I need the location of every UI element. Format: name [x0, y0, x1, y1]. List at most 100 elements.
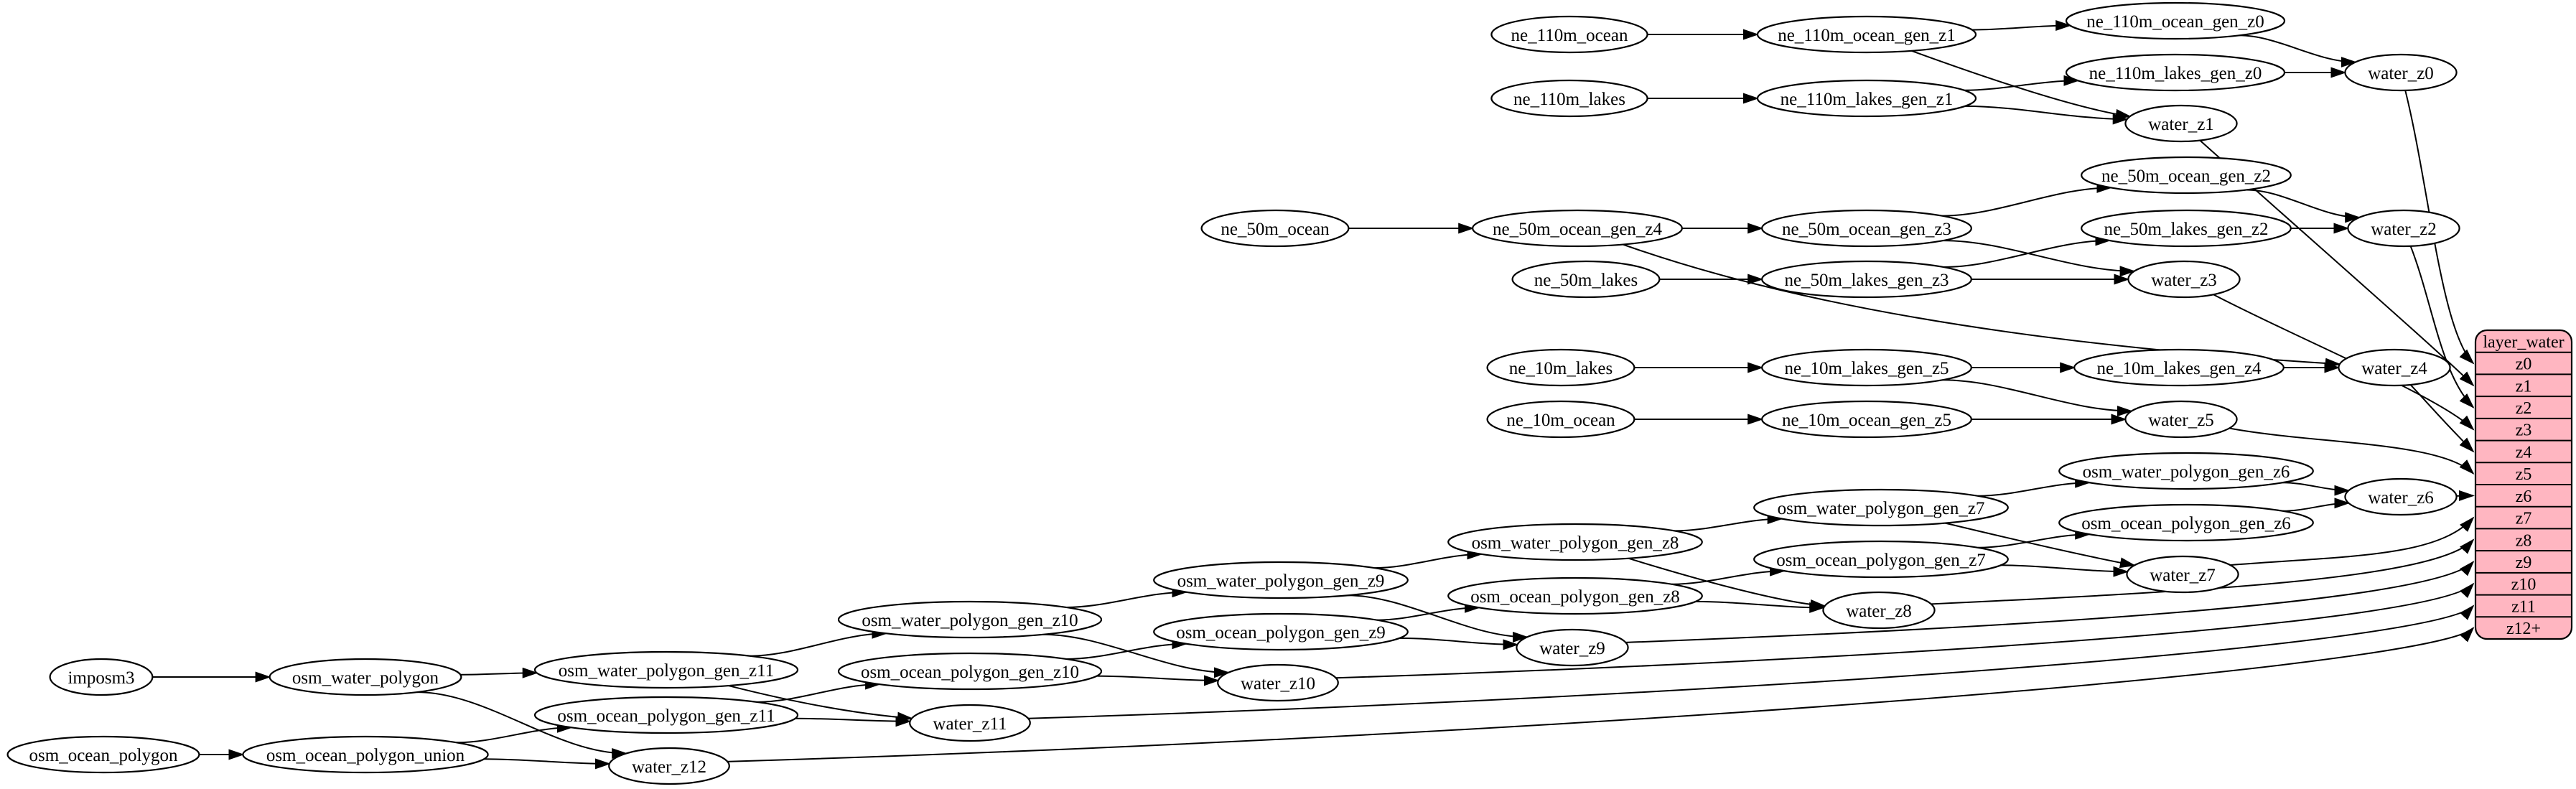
node-osm_ocean_polygon_gen_z6: osm_ocean_polygon_gen_z6: [2058, 503, 2314, 542]
node-shape-ne_50m_ocean_gen_z3: [1761, 209, 1972, 248]
node-osm_water_polygon_gen_z8: osm_water_polygon_gen_z8: [1447, 523, 1703, 561]
edge-osm_water_polygon_gen_z11--water_z11: [728, 685, 913, 723]
node-water_z2: water_z2: [2347, 209, 2460, 248]
node-label-water_z10: water_z10: [1241, 674, 1315, 694]
edge-ne_110m_lakes_gen_z1--ne_110m_lakes_gen_z0: [1964, 75, 2080, 91]
edge-osm_water_polygon--osm_water_polygon_gen_z11: [460, 667, 538, 678]
node-shape-ne_10m_ocean: [1486, 400, 1635, 439]
node-water_z8: water_z8: [1822, 591, 1936, 630]
node-label-ne_110m_lakes_gen_z0: ne_110m_lakes_gen_z0: [2089, 64, 2262, 83]
node-label-osm_ocean_polygon_gen_z9: osm_ocean_polygon_gen_z9: [1176, 623, 1386, 643]
node-shape-water_z3: [2127, 260, 2241, 299]
node-water_z12: water_z12: [608, 747, 730, 785]
node-shape-imposm3: [49, 658, 154, 696]
edge-ne_10m_lakes_gen_z5--water_z5: [1942, 379, 2133, 417]
record-title: layer_water: [2483, 333, 2564, 352]
node-shape-water_z5: [2124, 400, 2238, 439]
node-label-ne_50m_lakes: ne_50m_lakes: [1534, 271, 1638, 290]
node-ne_50m_lakes_gen_z2: ne_50m_lakes_gen_z2: [2081, 209, 2292, 248]
node-label-water_z0: water_z0: [2368, 64, 2434, 83]
node-osm_water_polygon_gen_z9: osm_water_polygon_gen_z9: [1153, 561, 1409, 599]
node-osm_water_polygon_gen_z11: osm_water_polygon_gen_z11: [533, 650, 799, 689]
node-water_z4: water_z4: [2338, 348, 2451, 387]
edge-osm_ocean_polygon_gen_z7--water_z7: [2000, 564, 2129, 577]
edge-osm_ocean_polygon_union--osm_ocean_polygon_gen_z11: [457, 722, 573, 744]
edge-ne_50m_ocean_gen_z3--ne_50m_ocean_gen_z2: [1941, 182, 2113, 217]
node-label-ne_10m_lakes: ne_10m_lakes: [1509, 359, 1613, 378]
node-shape-water_z4: [2338, 348, 2451, 387]
edge-osm_water_polygon_gen_z8--water_z8: [1628, 557, 1826, 610]
node-osm_water_polygon_gen_z7: osm_water_polygon_gen_z7: [1753, 488, 2009, 527]
node-label-osm_water_polygon_gen_z6: osm_water_polygon_gen_z6: [2083, 462, 2290, 482]
edge-ne_50m_lakes_gen_z3--ne_50m_lakes_gen_z2: [1943, 235, 2111, 268]
edge-water_z2--layer_water:z2: [2409, 246, 2475, 408]
edge-osm_ocean_polygon_gen_z9--water_z9: [1399, 637, 1519, 650]
node-shape-osm_water_polygon_gen_z9: [1153, 561, 1409, 599]
node-label-osm_water_polygon_gen_z7: osm_water_polygon_gen_z7: [1778, 499, 1985, 518]
node-label-osm_water_polygon: osm_water_polygon: [292, 668, 439, 688]
edge-osm_ocean_polygon_gen_z7--osm_ocean_polygon_gen_z6: [1977, 528, 2091, 548]
node-shape-ne_110m_ocean: [1490, 15, 1648, 54]
node-label-imposm3: imposm3: [67, 668, 134, 688]
node-ne_50m_ocean_gen_z4: ne_50m_ocean_gen_z4: [1472, 209, 1683, 248]
node-label-ne_50m_lakes_gen_z3: ne_50m_lakes_gen_z3: [1784, 271, 1949, 290]
node-ne_10m_lakes_gen_z5: ne_10m_lakes_gen_z5: [1761, 348, 1972, 387]
edge-ne_110m_ocean_gen_z1--ne_110m_ocean_gen_z0: [1971, 20, 2072, 32]
node-label-osm_ocean_polygon_gen_z7: osm_ocean_polygon_gen_z7: [1776, 551, 1986, 570]
node-water_z3: water_z3: [2127, 260, 2241, 299]
edge-water_z0--layer_water:z0: [2404, 90, 2475, 365]
node-ne_50m_lakes_gen_z3: ne_50m_lakes_gen_z3: [1761, 260, 1972, 299]
node-osm_ocean_polygon_gen_z10: osm_ocean_polygon_gen_z10: [837, 652, 1103, 691]
edge-osm_ocean_polygon_gen_z10--osm_ocean_polygon_gen_z9: [1065, 638, 1188, 660]
node-shape-water_z10: [1217, 663, 1339, 702]
node-shape-ne_50m_lakes_gen_z3: [1761, 260, 1972, 299]
node-osm_water_polygon: osm_water_polygon: [269, 658, 462, 696]
node-ne_110m_ocean_gen_z0: ne_110m_ocean_gen_z0: [2065, 1, 2286, 40]
edge-osm_ocean_polygon_union--water_z12: [484, 758, 611, 770]
node-label-ne_110m_ocean: ne_110m_ocean: [1511, 26, 1628, 45]
node-shape-ne_10m_ocean_gen_z5: [1761, 400, 1972, 439]
node-shape-ne_50m_lakes_gen_z2: [2081, 209, 2292, 248]
node-osm_ocean_polygon_gen_z11: osm_ocean_polygon_gen_z11: [533, 696, 799, 734]
node-ne_50m_ocean: ne_50m_ocean: [1200, 209, 1350, 248]
node-shape-ne_50m_lakes: [1511, 260, 1661, 299]
edge-osm_water_polygon_gen_z9--osm_water_polygon_gen_z8: [1374, 548, 1483, 569]
record-row-z2: z2: [2516, 399, 2532, 418]
edge-ne_50m_ocean_gen_z2--water_z2: [2246, 189, 2361, 223]
node-shape-osm_ocean_polygon_gen_z8: [1447, 576, 1703, 615]
node-shape-osm_water_polygon_gen_z8: [1447, 523, 1703, 561]
record-row-z11: z11: [2511, 597, 2536, 616]
node-label-water_z12: water_z12: [632, 757, 706, 777]
record-node-layer: layer_waterz0z1z2z3z4z5z6z7z8z9z10z11z12…: [2474, 329, 2573, 640]
record-row-z10: z10: [2511, 576, 2537, 594]
node-label-ne_50m_ocean: ne_50m_ocean: [1221, 220, 1330, 239]
node-shape-osm_ocean_polygon_gen_z7: [1753, 540, 2009, 579]
node-water_z6: water_z6: [2344, 477, 2458, 516]
node-shape-osm_ocean_polygon_gen_z9: [1153, 612, 1409, 651]
node-ne_50m_ocean_gen_z2: ne_50m_ocean_gen_z2: [2081, 156, 2292, 195]
node-water_z7: water_z7: [2126, 555, 2239, 594]
node-shape-water_z8: [1822, 591, 1936, 630]
node-osm_ocean_polygon_gen_z7: osm_ocean_polygon_gen_z7: [1753, 540, 2009, 579]
node-label-ne_110m_lakes_gen_z1: ne_110m_lakes_gen_z1: [1781, 90, 1954, 109]
node-label-ne_10m_lakes_gen_z4: ne_10m_lakes_gen_z4: [2096, 359, 2262, 378]
node-shape-ne_10m_lakes_gen_z5: [1761, 348, 1972, 387]
edge-osm_water_polygon_gen_z9--water_z9: [1347, 594, 1529, 643]
node-shape-water_z12: [608, 747, 730, 785]
node-label-ne_50m_ocean_gen_z2: ne_50m_ocean_gen_z2: [2101, 167, 2271, 186]
node-water_z0: water_z0: [2344, 53, 2458, 92]
node-label-osm_ocean_polygon_gen_z8: osm_ocean_polygon_gen_z8: [1470, 587, 1680, 607]
record-row-z0: z0: [2516, 355, 2532, 374]
edge-water_z9--layer_water:z9: [1625, 561, 2475, 643]
node-ne_110m_lakes_gen_z0: ne_110m_lakes_gen_z0: [2065, 53, 2286, 92]
node-shape-water_z1: [2124, 104, 2238, 143]
record-row-z12+: z12+: [2506, 620, 2541, 638]
node-label-osm_ocean_polygon_gen_z6: osm_ocean_polygon_gen_z6: [2081, 514, 2291, 533]
node-label-water_z4: water_z4: [2361, 359, 2427, 378]
record-row-z1: z1: [2516, 377, 2532, 396]
edge-osm_ocean_polygon_gen_z6--water_z6: [2282, 498, 2351, 512]
node-shape-ne_50m_ocean: [1200, 209, 1350, 248]
node-label-water_z3: water_z3: [2151, 271, 2217, 290]
